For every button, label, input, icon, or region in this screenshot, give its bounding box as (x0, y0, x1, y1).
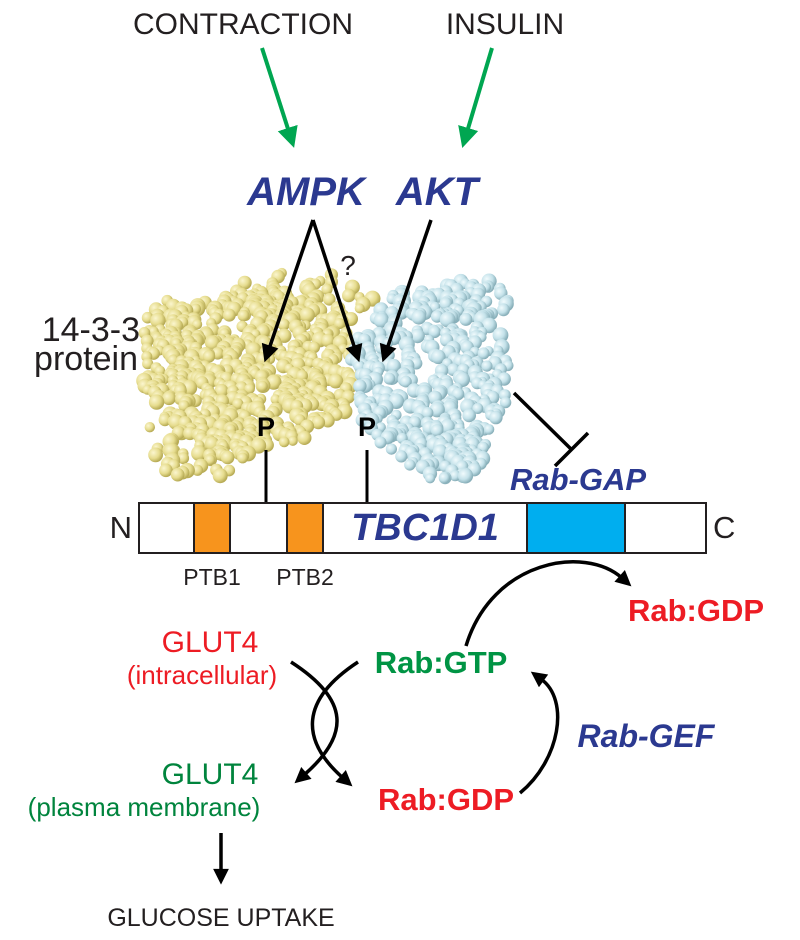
rab-gtp-label: Rab:GTP (374, 645, 508, 680)
contraction-to-ampk-arrow (260, 47, 298, 148)
glut4-membrane-location: (plasma membrane) (27, 792, 261, 822)
ptb1-domain (193, 502, 231, 554)
ampk-to-site2-arrow (311, 219, 363, 363)
gap-hydrolysis-arc (464, 560, 632, 647)
protein-14-3-3-left-lobe (136, 267, 381, 484)
tbc1d1-label: TBC1D1 (351, 507, 499, 549)
inhibition-bar (553, 431, 590, 468)
phospho-site1-label: P (256, 412, 276, 442)
phospho-site2-label: P (357, 412, 377, 442)
protein-14-3-3-label-line1: 14-3-3 (41, 311, 140, 349)
ampk-label: AMPK (247, 170, 365, 214)
uncertain-mark: ? (340, 250, 356, 281)
glut4-translocation-arrow (290, 660, 339, 784)
glut4-intracellular-location: (intracellular) (126, 660, 278, 690)
insulin-label: INSULIN (445, 8, 565, 41)
protein-14-3-3-label-line2: protein (34, 340, 138, 378)
ptb2-domain (286, 502, 324, 554)
rab-gef-label: Rab-GEF (577, 718, 715, 754)
glut4-membrane-name: GLUT4 (161, 758, 259, 791)
glucose-uptake-label: GLUCOSE UPTAKE (107, 904, 335, 932)
ptb1-label: PTB1 (183, 564, 241, 590)
gef-exchange-arc (518, 671, 560, 795)
n-terminus-label: N (109, 510, 132, 545)
rab-gdp-label: Rab:GDP (377, 782, 515, 817)
contraction-label: CONTRACTION (133, 8, 353, 41)
glut4-intracellular-name: GLUT4 (161, 626, 259, 659)
ampk-to-site1-arrow (261, 219, 315, 363)
ptb2-label: PTB2 (276, 564, 334, 590)
inhibition-line (512, 391, 574, 452)
insulin-to-akt-arrow (458, 47, 494, 148)
rab-gtp-to-gdp-arrow (310, 660, 359, 787)
rab-gap-domain (526, 502, 626, 554)
rab-gap-label: Rab-GAP (509, 462, 647, 497)
akt-to-site2-arrow (379, 219, 433, 363)
c-terminus-label: C (713, 510, 736, 545)
rab-gdp-released-label: Rab:GDP (627, 593, 765, 628)
akt-label: AKT (395, 170, 479, 214)
